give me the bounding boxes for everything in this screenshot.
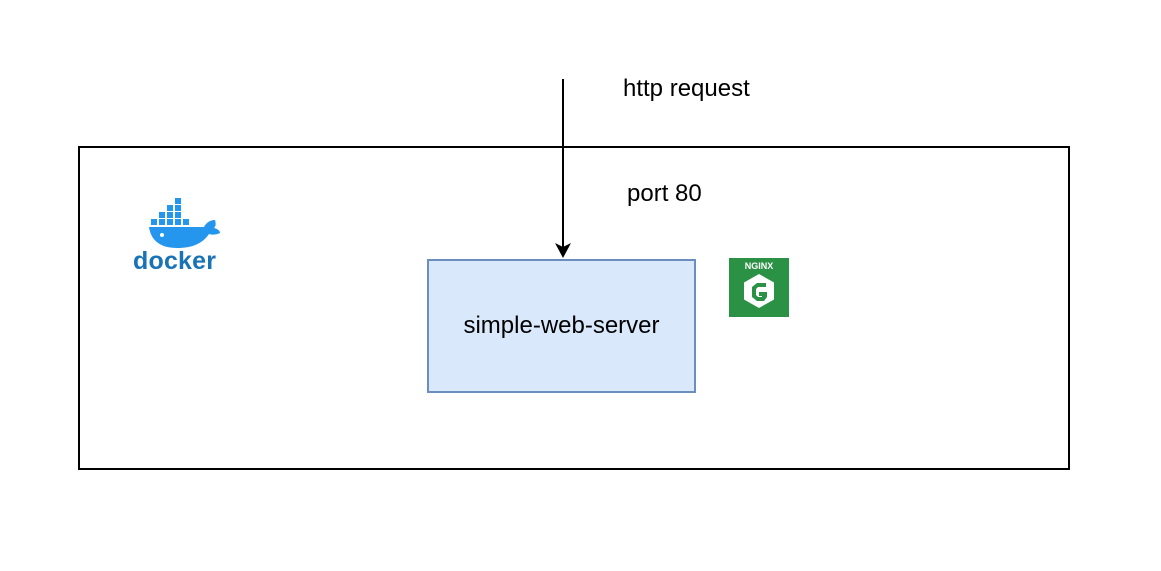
docker-containers bbox=[151, 198, 189, 225]
docker-whale-body bbox=[149, 220, 220, 248]
nginx-badge-label: NGINX bbox=[744, 261, 774, 271]
simple-web-server-label: simple-web-server bbox=[463, 312, 660, 339]
http-request-label: http request bbox=[623, 75, 750, 102]
port-label: port 80 bbox=[627, 180, 702, 207]
simple-web-server-node[interactable]: simple-web-server bbox=[427, 259, 696, 393]
docker-whale-icon bbox=[149, 198, 220, 248]
http-request-arrowhead bbox=[555, 243, 571, 258]
nginx-g-icon bbox=[729, 258, 789, 317]
nginx-g-letter bbox=[752, 283, 767, 301]
docker-wordmark: docker bbox=[133, 247, 217, 275]
docker-container-boundary[interactable] bbox=[78, 146, 1070, 470]
